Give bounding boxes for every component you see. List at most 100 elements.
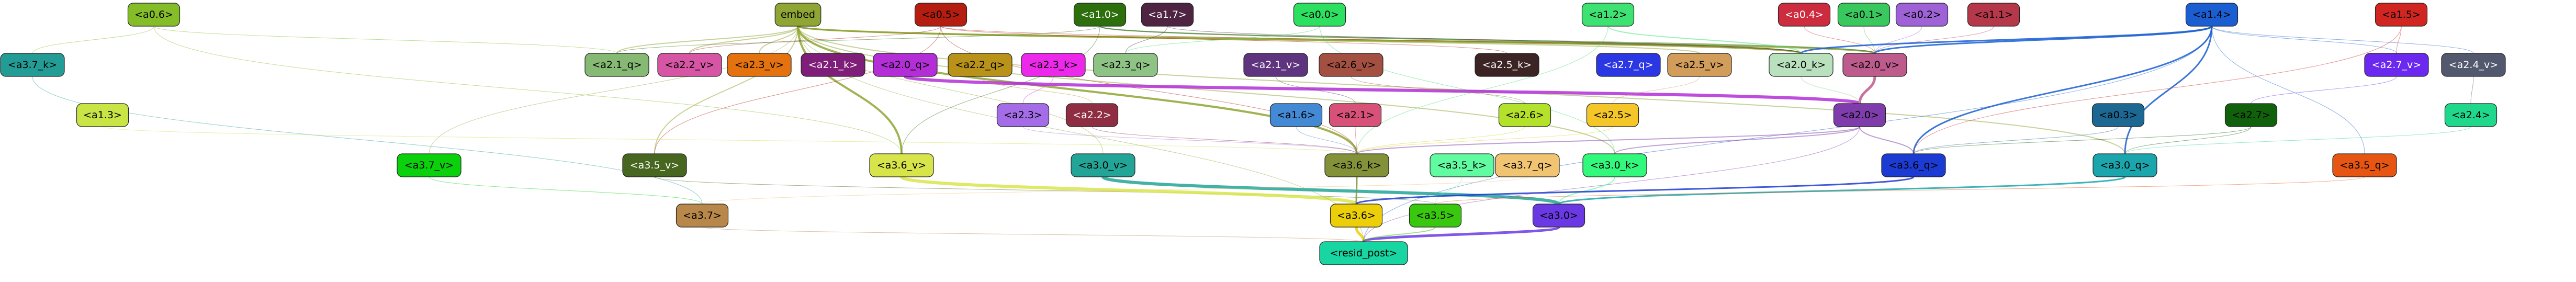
node-a2-4-v[interactable]: <a2.4_v>	[2441, 53, 2506, 77]
node-label: <a3.7_v>	[404, 160, 454, 171]
node-a3-6-v[interactable]: <a3.6_v>	[869, 153, 934, 177]
edge-a1_4-to-a3_6_q	[1913, 26, 2213, 154]
node-a2-1-v[interactable]: <a2.1_v>	[1243, 53, 1308, 77]
node-a2-6-v[interactable]: <a2.6_v>	[1319, 53, 1383, 77]
node-a0-0[interactable]: <a0.0>	[1293, 3, 1346, 27]
node-a3-5-k[interactable]: <a3.5_k>	[1430, 153, 1494, 177]
node-box	[2364, 53, 2429, 77]
node-a2-3[interactable]: <a2.3>	[996, 103, 1050, 127]
edge-a3_5_k-to-a3_5	[1435, 176, 1463, 205]
edge-a0_6-to-a3_6_v	[153, 26, 902, 154]
node-box	[1141, 3, 1194, 27]
node-label: <a3.0_k>	[1590, 160, 1639, 171]
node-a3-0-q[interactable]: <a3.0_q>	[2093, 153, 2157, 177]
node-a2-6[interactable]: <a2.6>	[1498, 103, 1551, 127]
node-a0-3[interactable]: <a0.3>	[2091, 103, 2145, 127]
edge-a2_2_q-to-a2_2	[980, 76, 1093, 104]
node-a2-1-k[interactable]: <a2.1_k>	[801, 53, 865, 77]
node-a3-0-k[interactable]: <a3.0_k>	[1582, 153, 1647, 177]
node-a3-7-k[interactable]: <a3.7_k>	[0, 53, 65, 77]
node-label: <a2.4_v>	[2449, 59, 2498, 71]
node-label: <a1.0>	[1081, 9, 1119, 20]
edge-a2_0_k-to-a2_0	[1801, 76, 1860, 104]
node-box	[2332, 153, 2397, 177]
node-a1-1[interactable]: <a1.1>	[1967, 3, 2020, 27]
node-label: <a2.5_v>	[1675, 59, 1724, 71]
node-a2-3-k[interactable]: <a2.3_k>	[1021, 53, 1086, 77]
node-a2-2-q[interactable]: <a2.2_q>	[948, 53, 1013, 77]
edge-a2_3-to-a3_6_k	[1022, 126, 1357, 154]
node-a2-5-k[interactable]: <a2.5_k>	[1475, 53, 1539, 77]
node-label: <a2.2_q>	[955, 59, 1005, 71]
node-label: <a3.6_k>	[1332, 160, 1381, 171]
node-a2-3-v[interactable]: <a2.3_v>	[727, 53, 792, 77]
node-label: <a2.0_k>	[1776, 59, 1826, 71]
node-a2-0-q[interactable]: <a2.0_q>	[873, 53, 938, 77]
node-a0-4[interactable]: <a0.4>	[1778, 3, 1831, 27]
edge-a2_4-to-a3_0_q	[2124, 126, 2471, 154]
node-a2-1[interactable]: <a2.1>	[1329, 103, 1382, 127]
edge-a2_0-to-resid_post	[1363, 126, 1860, 242]
node-a0-5[interactable]: <a0.5>	[914, 3, 968, 27]
node-a2-1-q[interactable]: <a2.1_q>	[584, 53, 649, 77]
node-a2-7-v[interactable]: <a2.7_v>	[2364, 53, 2429, 77]
edge-a2_7-to-a3_0_q	[2124, 126, 2252, 154]
node-a3-0-v[interactable]: <a3.0_v>	[1071, 153, 1135, 177]
node-a3-7[interactable]: <a3.7>	[676, 204, 729, 228]
node-a3-5[interactable]: <a3.5>	[1409, 204, 1462, 228]
edge-a0_4-to-a2_0_v	[1804, 26, 1875, 54]
node-a1-6[interactable]: <a1.6>	[1269, 103, 1323, 127]
node-a1-7[interactable]: <a1.7>	[1141, 3, 1194, 27]
edge-a3_5-to-resid_post	[1363, 227, 1436, 242]
node-box	[1319, 53, 1383, 77]
node-label: <a2.7_v>	[2372, 59, 2421, 71]
node-label: <a2.1_k>	[808, 59, 858, 71]
node-box	[2185, 3, 2238, 27]
node-a3-5-q[interactable]: <a3.5_q>	[2332, 153, 2397, 177]
node-a2-0-k[interactable]: <a2.0_k>	[1769, 53, 1833, 77]
node-a3-5-v[interactable]: <a3.5_v>	[622, 153, 687, 177]
node-label: <a2.2>	[1073, 109, 1111, 121]
node-resid-post[interactable]: <resid_post>	[1319, 241, 1408, 265]
node-box	[1498, 103, 1551, 127]
edge-a0_3-to-a3_6_q	[1913, 126, 2119, 154]
node-a2-7[interactable]: <a2.7>	[2224, 103, 2278, 127]
node-a1-0[interactable]: <a1.0>	[1073, 3, 1127, 27]
node-a2-2[interactable]: <a2.2>	[1065, 103, 1119, 127]
node-embed[interactable]: embed	[774, 3, 822, 27]
node-box	[657, 53, 722, 77]
edge-a3_0_k-to-a3_0	[1558, 176, 1615, 205]
node-a2-4[interactable]: <a2.4>	[2444, 103, 2498, 127]
node-a2-0[interactable]: <a2.0>	[1833, 103, 1886, 127]
edge-a1_4-to-a3_5_q	[2211, 26, 2365, 154]
node-a1-2[interactable]: <a1.2>	[1581, 3, 1635, 27]
node-label: <a3.5_v>	[630, 160, 679, 171]
node-box	[397, 153, 462, 177]
node-a2-5[interactable]: <a2.5>	[1586, 103, 1639, 127]
edge-a2_0_v-to-a2_0	[1858, 76, 1876, 104]
node-a0-1[interactable]: <a0.1>	[1837, 3, 1891, 27]
node-a3-0[interactable]: <a3.0>	[1532, 204, 1585, 228]
node-a3-7-v[interactable]: <a3.7_v>	[397, 153, 462, 177]
node-a1-3[interactable]: <a1.3>	[76, 103, 129, 127]
node-a2-5-v[interactable]: <a2.5_v>	[1667, 53, 1732, 77]
node-a1-5[interactable]: <a1.5>	[2375, 3, 2428, 27]
node-a2-0-v[interactable]: <a2.0_v>	[1842, 53, 1907, 77]
node-label: <a1.3>	[83, 109, 122, 121]
node-a2-7-q[interactable]: <a2.7_q>	[1596, 53, 1661, 77]
node-a3-7-q[interactable]: <a3.7_q>	[1495, 153, 1560, 177]
node-a3-6-k[interactable]: <a3.6_k>	[1324, 153, 1389, 177]
node-box	[1881, 153, 1946, 177]
node-a3-6[interactable]: <a3.6>	[1330, 204, 1383, 228]
edge-a1_0-to-a2_0_k	[1099, 26, 1802, 54]
node-box	[1532, 204, 1585, 228]
node-a1-4[interactable]: <a1.4>	[2185, 3, 2238, 27]
node-label: <a2.3_v>	[735, 59, 784, 71]
node-label: <a2.7>	[2232, 109, 2270, 121]
node-a2-3-q[interactable]: <a2.3_q>	[1093, 53, 1158, 77]
node-a0-6[interactable]: <a0.6>	[127, 3, 181, 27]
node-a2-2-v[interactable]: <a2.2_v>	[657, 53, 722, 77]
node-a3-6-q[interactable]: <a3.6_q>	[1881, 153, 1946, 177]
node-label: <a3.0_q>	[2100, 160, 2150, 171]
node-a0-2[interactable]: <a0.2>	[1895, 3, 1949, 27]
